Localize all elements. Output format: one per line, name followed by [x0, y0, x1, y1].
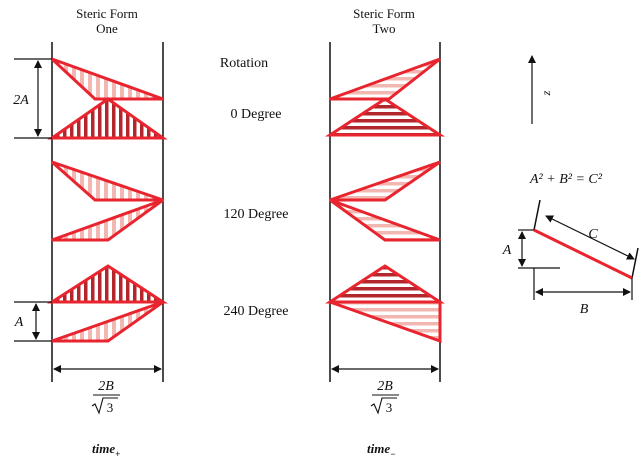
form-two-triangle-top	[324, 264, 446, 304]
inset-c-label: C	[588, 227, 598, 242]
time-minus-sub: −	[390, 449, 395, 459]
form-one-triangle-bottom	[51, 300, 164, 343]
form-two-row-0	[324, 57, 446, 137]
form-one-width-numerator: 2B	[98, 379, 114, 394]
dimension-a-label: A	[14, 315, 24, 330]
form-one-triangle-bottom	[47, 97, 168, 140]
time-plus-sub: +	[115, 449, 120, 459]
inset-b-label: B	[580, 302, 589, 317]
form-one-row-120	[51, 160, 164, 242]
form-two-width-radicand: 3	[386, 400, 393, 415]
time-plus-label: time+	[92, 441, 120, 459]
form-one-row-240	[46, 264, 169, 343]
rotation-0-label: 0 Degree	[231, 107, 282, 122]
form-two-triangle-bottom	[329, 300, 442, 344]
form-one-triangle-bottom	[51, 198, 164, 242]
form-one-row-0	[47, 57, 168, 140]
form-one-sqrt-sign	[91, 397, 118, 415]
form-two-triangle-top	[329, 160, 441, 202]
geometry-inset: C A B	[502, 199, 639, 317]
form-one-triangle-top	[46, 264, 169, 304]
dimension-a: A	[14, 301, 52, 342]
dimension-2a-label: 2A	[13, 93, 29, 108]
form-one-triangle-top	[51, 160, 164, 202]
time-minus-label: time−	[367, 441, 396, 459]
form-two-width-numerator: 2B	[377, 379, 393, 394]
inset-a-label: A	[502, 243, 512, 258]
form-two-row-240	[324, 264, 446, 344]
rotation-120-label: 120 Degree	[224, 207, 289, 222]
time-minus-word: time	[367, 441, 390, 456]
form-two-sqrt-sign	[370, 397, 397, 415]
form-two-width-dimension: 2B 3	[331, 365, 439, 415]
form-one-width-dimension: 2B 3	[53, 365, 162, 415]
form-one-width-radicand: 3	[107, 400, 114, 415]
form-two-triangle-bottom	[329, 198, 441, 242]
z-axis-label: z	[539, 90, 553, 96]
form-two-triangle-bottom	[324, 97, 446, 137]
form-two-triangle-top	[329, 57, 441, 101]
dimension-2a: 2A	[13, 58, 52, 139]
rotation-240-label: 240 Degree	[224, 304, 289, 319]
time-plus-word: time	[92, 441, 115, 456]
form-one-title: Steric Form	[76, 6, 138, 21]
form-one-triangle-top	[50, 57, 164, 101]
form-one-subtitle: One	[96, 21, 118, 36]
pythagorean-equation: A² + B² = C²	[529, 172, 603, 187]
rotation-title: Rotation	[220, 56, 268, 71]
form-two-row-120	[329, 160, 441, 242]
form-two-title: Steric Form	[353, 6, 415, 21]
form-two-subtitle: Two	[373, 21, 396, 36]
z-axis: z	[528, 55, 553, 124]
